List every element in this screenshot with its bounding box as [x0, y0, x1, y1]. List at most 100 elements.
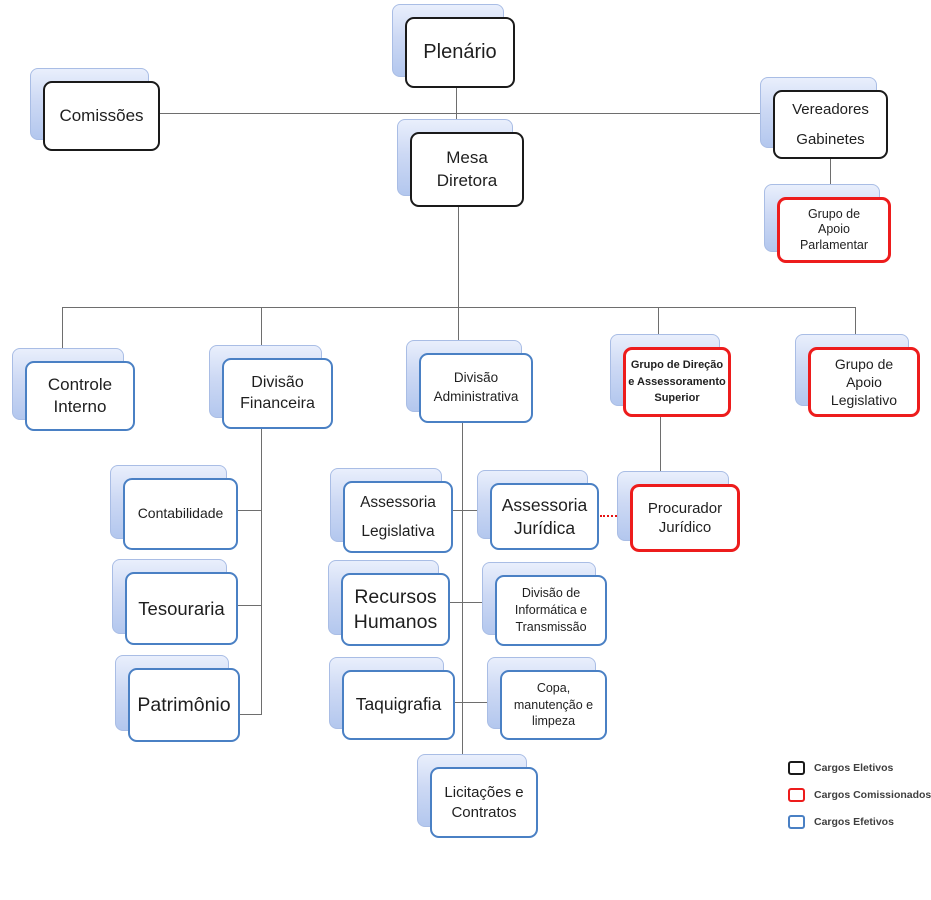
node-label-line: manutenção e	[513, 697, 594, 712]
node-box: Patrimônio	[128, 668, 240, 742]
legend-item-elective: Cargos Eletivos	[788, 754, 931, 781]
node-label-line: Legislativa	[361, 523, 435, 540]
legend-swatch-commissioned	[788, 787, 805, 802]
connector-line	[160, 113, 763, 114]
node-box: Copa, manutenção e limpeza	[500, 670, 607, 740]
node-label-line: Parlamentar	[799, 237, 869, 252]
node-patrimonio: Patrimônio	[115, 655, 240, 742]
connector-line	[240, 714, 262, 715]
node-box: Comissões	[43, 81, 160, 151]
connector-line	[458, 207, 459, 308]
connector-line	[658, 307, 659, 335]
legend-label: Cargos Comissionados	[814, 788, 931, 801]
node-label-line: Patrimônio	[137, 693, 231, 716]
connector-line	[455, 702, 501, 703]
node-label-line: Taquigrafia	[355, 694, 442, 715]
node-label-line: Divisão	[453, 370, 499, 386]
node-plenario: Plenário	[392, 4, 515, 88]
legend-item-effective: Cargos Efetivos	[788, 808, 931, 835]
connector-line	[456, 88, 457, 124]
node-label-line: Licitações e	[444, 784, 524, 801]
node-label-line: Plenário	[423, 41, 497, 63]
node-label-line: Financeira	[240, 394, 315, 412]
connector-line	[238, 510, 262, 511]
node-label-line: Gabinetes	[796, 130, 865, 148]
connector-line	[261, 307, 262, 346]
node-label-line: Interno	[53, 397, 107, 416]
node-label-line: Comissões	[59, 106, 144, 126]
node-box: Taquigrafia	[342, 670, 455, 740]
node-copa-manutencao-limpeza: Copa, manutenção e limpeza	[487, 657, 607, 740]
legend-swatch-elective	[788, 760, 805, 775]
node-label-line: Contratos	[451, 803, 517, 821]
node-box: Plenário	[405, 17, 515, 88]
node-label-line: Divisão	[251, 373, 304, 391]
legend-label: Cargos Eletivos	[814, 761, 894, 774]
connector-line	[462, 423, 463, 755]
connector-line	[62, 307, 63, 349]
node-label-line: Grupo de	[807, 206, 861, 221]
node-label-line: Copa,	[536, 680, 571, 695]
connector-line	[453, 510, 491, 511]
node-label-line: Apoio	[846, 373, 882, 390]
connector-line	[450, 602, 496, 603]
node-label-line: Jurídica	[513, 517, 576, 538]
legend-swatch-effective	[788, 814, 805, 829]
node-label-line: Superior	[654, 392, 700, 405]
node-label-line: Legislativo	[830, 392, 898, 409]
node-label-line: Assessoria	[501, 494, 588, 515]
node-label-line: Humanos	[353, 610, 438, 633]
node-label-line: Recursos	[354, 586, 437, 609]
node-box: Tesouraria	[125, 572, 238, 645]
node-label-line: Jurídico	[658, 519, 712, 536]
legend-item-commissioned: Cargos Comissionados	[788, 781, 931, 808]
connector-line	[261, 429, 262, 715]
node-licitacoes-contratos: Licitações e Contratos	[417, 754, 538, 838]
node-tesouraria: Tesouraria	[112, 559, 238, 645]
node-label-line: Assessoria	[360, 493, 436, 511]
node-label-line: Administrativa	[433, 389, 519, 404]
connector-line	[855, 307, 856, 335]
node-label-line: Controle	[47, 374, 113, 394]
node-label-line: Diretora	[436, 170, 498, 190]
connector-line	[458, 307, 459, 341]
node-label-line: Apoio	[818, 222, 850, 237]
connector-line	[830, 158, 831, 186]
node-label-line: Divisão de	[521, 586, 581, 601]
node-label-line: Grupo de Direção	[630, 359, 724, 372]
node-box: Contabilidade	[123, 478, 238, 550]
node-taquigrafia: Taquigrafia	[329, 657, 455, 740]
node-label-line: Vereadores	[792, 100, 869, 118]
node-box: Licitações e Contratos	[430, 767, 538, 838]
node-label-line: Informática e	[514, 603, 588, 618]
node-label-line: Procurador	[647, 499, 723, 517]
node-label-line: limpeza	[531, 714, 576, 729]
connector-line	[660, 417, 661, 471]
node-label-line: Contabilidade	[137, 505, 224, 522]
node-label-line: Transmissão	[515, 619, 587, 634]
connector-line	[238, 605, 262, 606]
